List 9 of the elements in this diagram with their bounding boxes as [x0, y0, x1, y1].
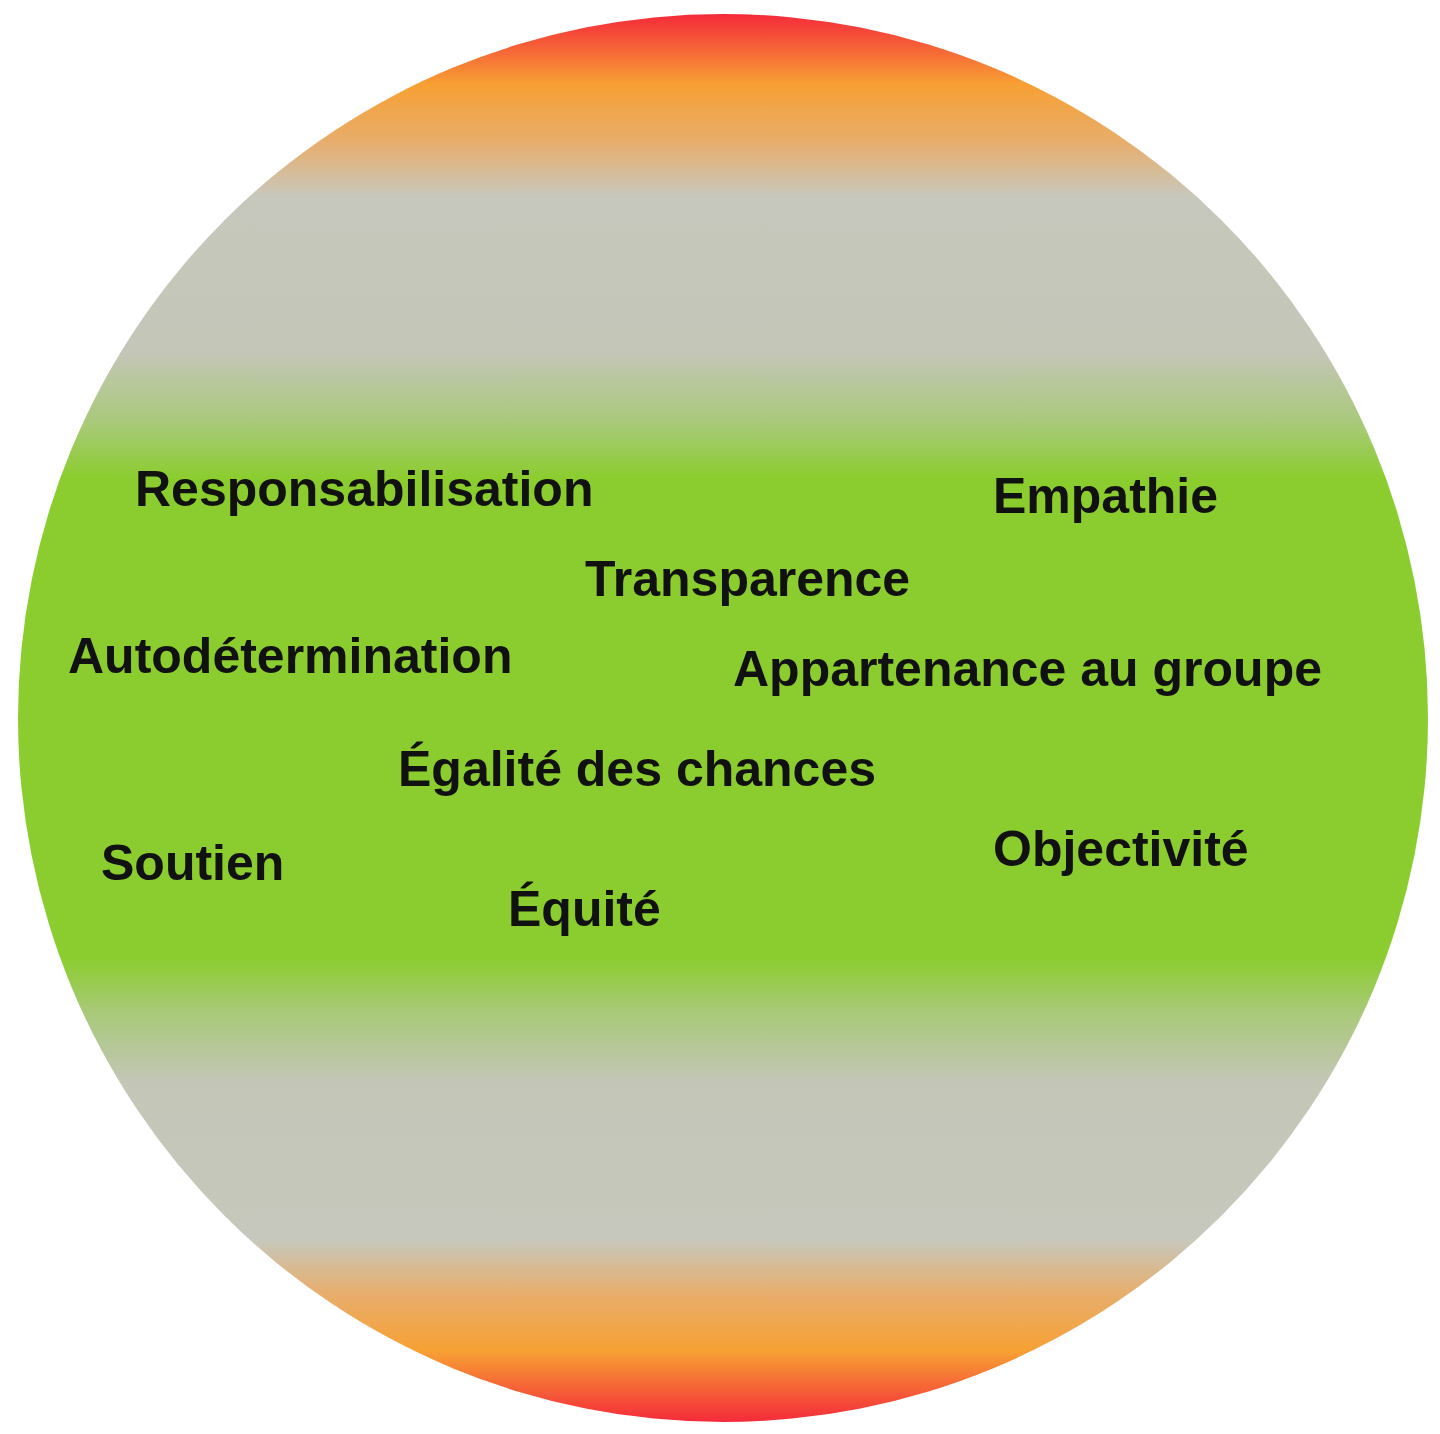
keyword-text: Équité: [508, 882, 661, 937]
keyword-text: Transparence: [585, 552, 911, 607]
keyword-text: Appartenance au groupe: [733, 642, 1322, 697]
keyword-text: Objectivité: [993, 822, 1249, 877]
keyword-text: Empathie: [993, 469, 1219, 524]
keyword-text: Égalité des chances: [398, 742, 876, 797]
keyword-text: Autodétermination: [68, 629, 513, 684]
keyword-text: Responsabilisation: [135, 462, 594, 517]
keyword-text: Soutien: [101, 836, 285, 891]
